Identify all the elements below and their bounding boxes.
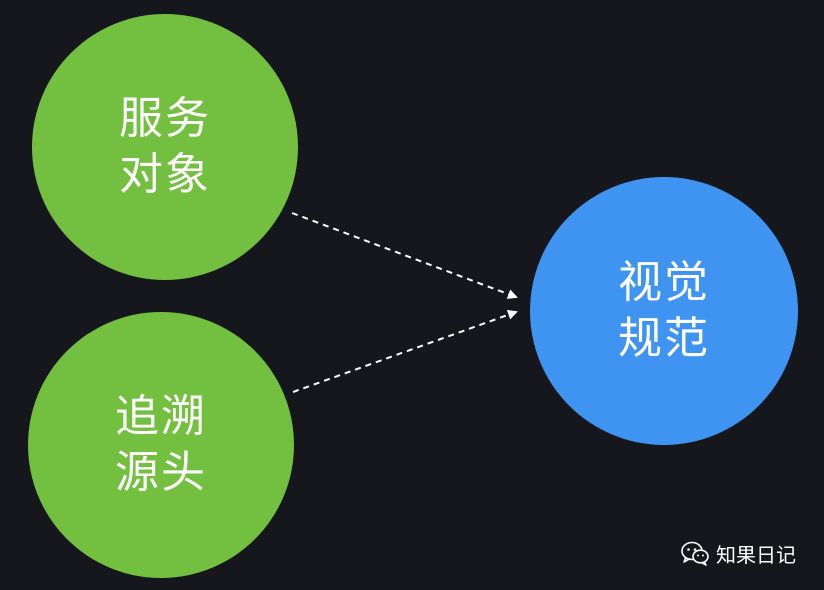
node-service-target-line2: 对象: [119, 149, 211, 200]
node-visual-spec-line1: 视觉: [618, 257, 710, 308]
node-service-target: 服务 对象: [32, 14, 298, 280]
node-service-target-line1: 服务: [119, 93, 211, 144]
wechat-icon: [681, 541, 709, 566]
watermark-text: 知果日记: [716, 542, 796, 567]
watermark: 知果日记: [680, 540, 796, 567]
edge-service-to-visual: [291, 212, 518, 299]
node-trace-source: 追溯 源头: [28, 312, 294, 578]
node-visual-spec-line2: 规范: [618, 313, 710, 364]
node-trace-source-line2: 源头: [115, 447, 207, 498]
edge-trace-to-visual: [292, 309, 518, 393]
node-visual-spec: 视觉 规范: [530, 177, 798, 445]
node-trace-source-line1: 追溯: [115, 391, 207, 442]
